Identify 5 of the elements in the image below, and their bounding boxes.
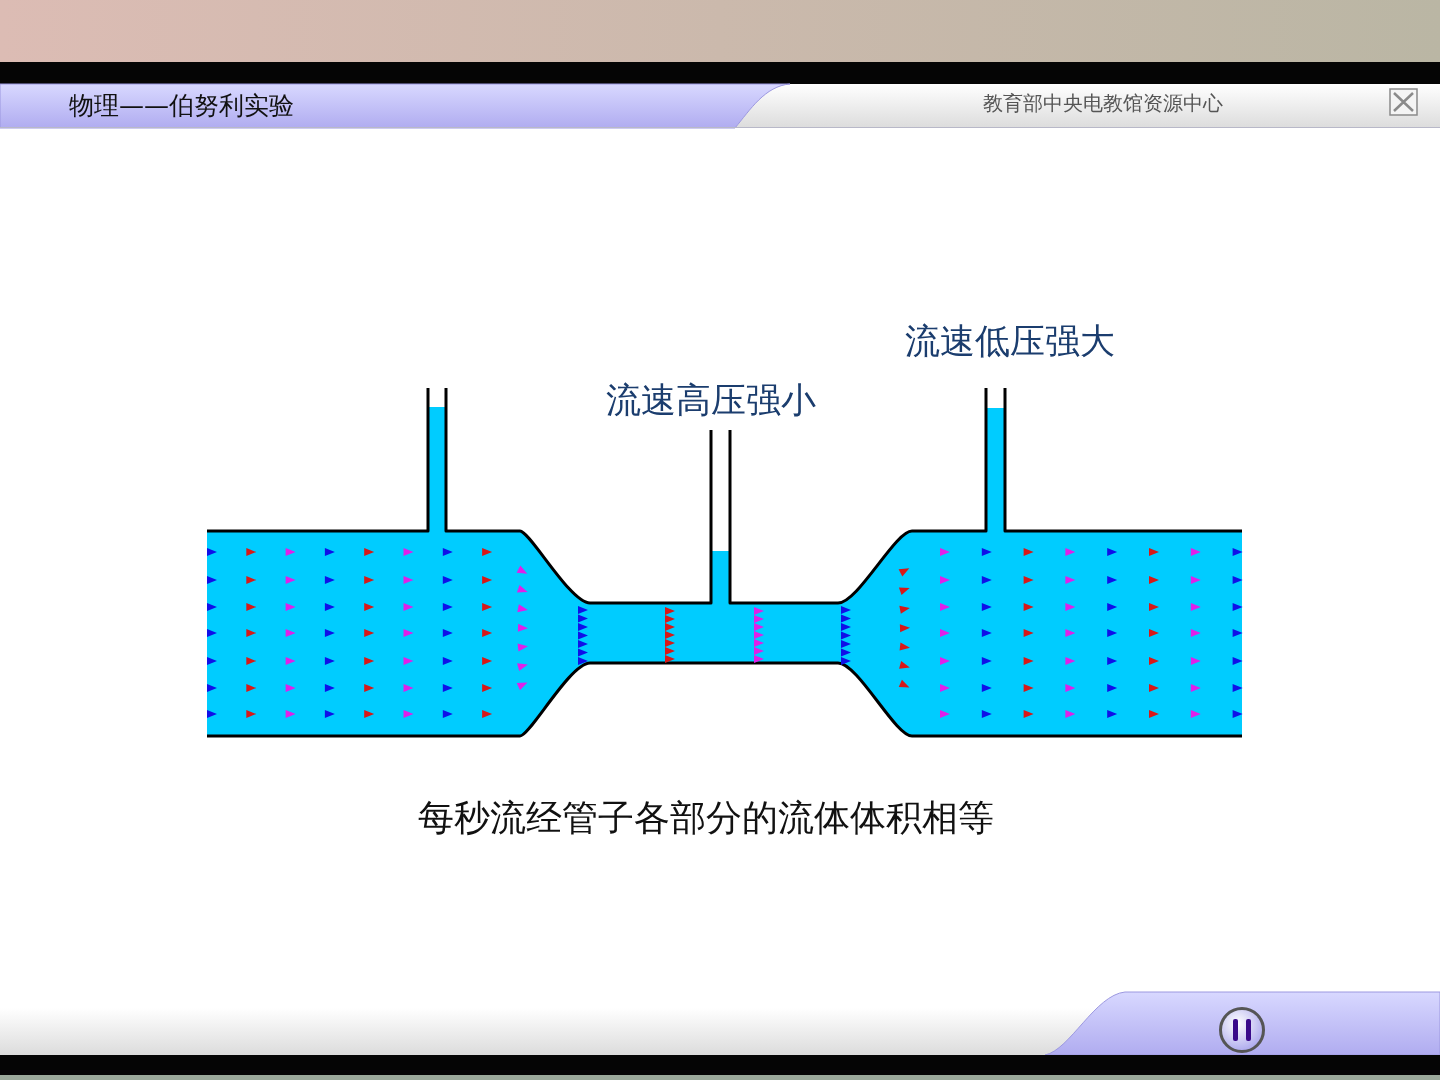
title: 物理——伯努利实验 xyxy=(69,92,294,120)
source-credit: 教育部中央电教馆资源中心 xyxy=(983,92,1223,114)
pressure-label: 流速低压强大 xyxy=(905,322,1115,361)
caption: 每秒流经管子各部分的流体体积相等 xyxy=(418,798,994,838)
pressure-label: 流速高压强小 xyxy=(606,381,816,420)
